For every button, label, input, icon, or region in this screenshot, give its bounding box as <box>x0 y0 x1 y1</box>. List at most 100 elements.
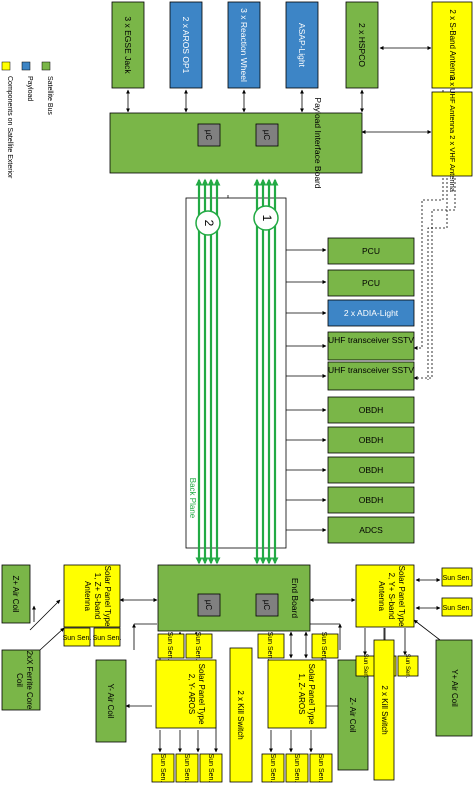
legend-swatch-bus <box>41 61 51 71</box>
bl-sun-sen-2 <box>185 633 213 659</box>
y-plus-coil-box <box>435 639 473 737</box>
right-panel-label: Solar Panel Type 2, Y+ S-band Antenna <box>377 565 406 627</box>
egse-jack-box <box>111 1 145 89</box>
back-plane: Back Plane 2 1 <box>185 178 287 565</box>
bl-sun-sen-5 <box>199 753 223 783</box>
br-sun-sen-3 <box>261 753 285 783</box>
back-plane-label: Back Plane <box>188 478 197 519</box>
stack-adia-light-label: 2 x ADIA-Light <box>344 308 399 318</box>
reaction-wheel-box <box>227 1 261 89</box>
stack-uhf-1-label: UHF transceiver SSTV <box>328 335 414 345</box>
uhf-vhf-antenna-box <box>431 91 473 177</box>
y-minus-coil-label: Y- Air Coil <box>106 684 115 719</box>
reaction-wheel-label: 3 x Reaction Wheel <box>239 8 249 82</box>
end-uc-1-label: µC <box>262 600 271 611</box>
bl-sun-sen-5-label: Sun Sen. <box>207 754 214 783</box>
payload-uc-2-label: µC <box>204 130 213 141</box>
stack-pcu-2 <box>327 269 415 297</box>
right-sun-sen-3-label: Sun Sen. <box>362 654 368 679</box>
stack-adia-light <box>327 299 415 327</box>
s-band-antenna-label: 2 x S-Band Antenna <box>448 9 457 81</box>
stack-obdh-2-label: OBDH <box>359 435 384 445</box>
asap-light-label: ASAP-Light <box>297 23 307 68</box>
channel-1-marker <box>253 205 279 231</box>
stack-uhf-2-label: UHF transceiver SSTV <box>328 365 414 375</box>
y-minus-coil-box <box>95 659 127 743</box>
bottom-left-panel: Sun Sen. Sun Sen. Solar Panel Type 2, Y-… <box>151 632 253 783</box>
bl-kill-switch-box <box>229 647 253 783</box>
hspco-label: 2 x HSPCO <box>357 23 367 67</box>
bottom-right-panel: Sun Sen. Sun Sen. Solar Panel Type 1, Z-… <box>257 632 369 783</box>
br-panel-box <box>267 659 327 729</box>
y-plus-coil-label: Y+ Air Coil <box>450 669 459 707</box>
stack-obdh-4-label: OBDH <box>359 495 384 505</box>
right-sun-sen-1-label: Sun Sen. <box>443 575 472 582</box>
top-modules: 3 x EGSE Jack 2 x AROS OP1 3 x Reaction … <box>111 1 379 89</box>
bl-sun-sen-2-label: Sun Sen. <box>194 632 201 661</box>
z-plus-coil-label: Z+ Air Coil <box>11 575 20 612</box>
br-panel-label: Solar Panel Type 1, Z- AROS <box>297 663 316 725</box>
stack-obdh-1-label: OBDH <box>359 405 384 415</box>
br-sun-sen-5-label: Sun Sen. <box>317 754 324 783</box>
right-sun-sen-1 <box>441 567 473 587</box>
stack-obdh-1 <box>327 396 415 424</box>
legend-swatch-payload <box>21 61 31 71</box>
legend-bus-label: Satellite Bus <box>46 76 53 115</box>
right-sun-sen-2 <box>441 597 473 617</box>
bl-panel-label: Solar Panel Type 2, Y- AROS <box>187 663 206 725</box>
left-sun-sen-1 <box>63 627 91 647</box>
bl-kill-switch-label: 2 x Kill Switch <box>236 690 245 739</box>
left-side: Z+ Air Coil 2xX Ferrite Core Coil Solar … <box>1 564 127 743</box>
payload-uc-2 <box>197 123 221 147</box>
left-panel-label: Solar Panel Type 1, Z+ S-band Antenna <box>83 565 112 627</box>
payload-uc-1-label: µC <box>262 130 271 141</box>
payload-interface-board: µC µC Payload Interface Board <box>109 97 363 189</box>
br-sun-sen-1-label: Sun Sen. <box>266 632 273 661</box>
right-kill-switch-label: 2 x Kill Switch <box>380 685 389 734</box>
right-panel-box <box>355 564 415 628</box>
z-plus-coil-box <box>1 564 31 624</box>
right-sun-sen-5 <box>397 655 419 677</box>
channel-2-marker <box>195 210 221 236</box>
right-kill-switch-box <box>373 639 395 781</box>
uhf-vhf-antenna-label: 2 x UHF Antenna 2 x VHF Antenna <box>448 76 457 193</box>
legend-exterior-label: Components on Satellite Exterior <box>6 76 13 179</box>
bl-sun-sen-3 <box>151 753 175 783</box>
bl-sun-sen-1 <box>157 633 185 659</box>
end-board: µC µC End Board <box>157 564 311 632</box>
stack-obdh-3-label: OBDH <box>359 465 384 475</box>
end-uc-2-label: µC <box>204 600 213 611</box>
z-minus-coil-box <box>337 659 369 771</box>
egse-jack-label: 3 x EGSE Jack <box>123 16 133 74</box>
br-sun-sen-1 <box>257 633 285 659</box>
stack-uhf-2 <box>327 361 415 391</box>
stack-uhf-1 <box>327 331 415 361</box>
stack-adcs-label: ADCS <box>359 525 383 535</box>
bl-sun-sen-4 <box>175 753 199 783</box>
end-uc-1 <box>255 593 279 617</box>
legend-payload-label: Payload <box>26 76 33 101</box>
right-side: Solar Panel Type 2, Y+ S-band Antenna Su… <box>355 564 473 781</box>
right-sun-sen-5-label: Sun Sen. <box>404 654 410 679</box>
br-sun-sen-5 <box>309 753 333 783</box>
bl-sun-sen-4-label: Sun Sen. <box>183 754 190 783</box>
stack-pcu-1-label: PCU <box>362 246 380 256</box>
stack-obdh-4 <box>327 486 415 514</box>
stack-modules: PCU PCU 2 x ADIA-Light UHF transceiver S… <box>327 237 415 544</box>
end-uc-2 <box>197 593 221 617</box>
z-minus-coil-label: Z- Air Coil <box>348 697 357 732</box>
legend-swatch-exterior <box>1 61 11 71</box>
end-board-label: End Board <box>290 578 300 618</box>
bl-sun-sen-3-label: Sun Sen. <box>159 754 166 783</box>
payload-uc-1 <box>255 123 279 147</box>
br-sun-sen-4 <box>285 753 309 783</box>
right-sun-sen-2-label: Sun Sen. <box>443 605 472 612</box>
s-band-antenna-box <box>431 1 473 89</box>
br-sun-sen-2-label: Sun Sen. <box>320 632 327 661</box>
left-sun-sen-1-label: Sun Sen. <box>63 635 92 642</box>
stack-adcs <box>327 516 415 544</box>
br-sun-sen-4-label: Sun Sen. <box>293 754 300 783</box>
left-sun-sen-2 <box>93 627 121 647</box>
stack-obdh-3 <box>327 456 415 484</box>
